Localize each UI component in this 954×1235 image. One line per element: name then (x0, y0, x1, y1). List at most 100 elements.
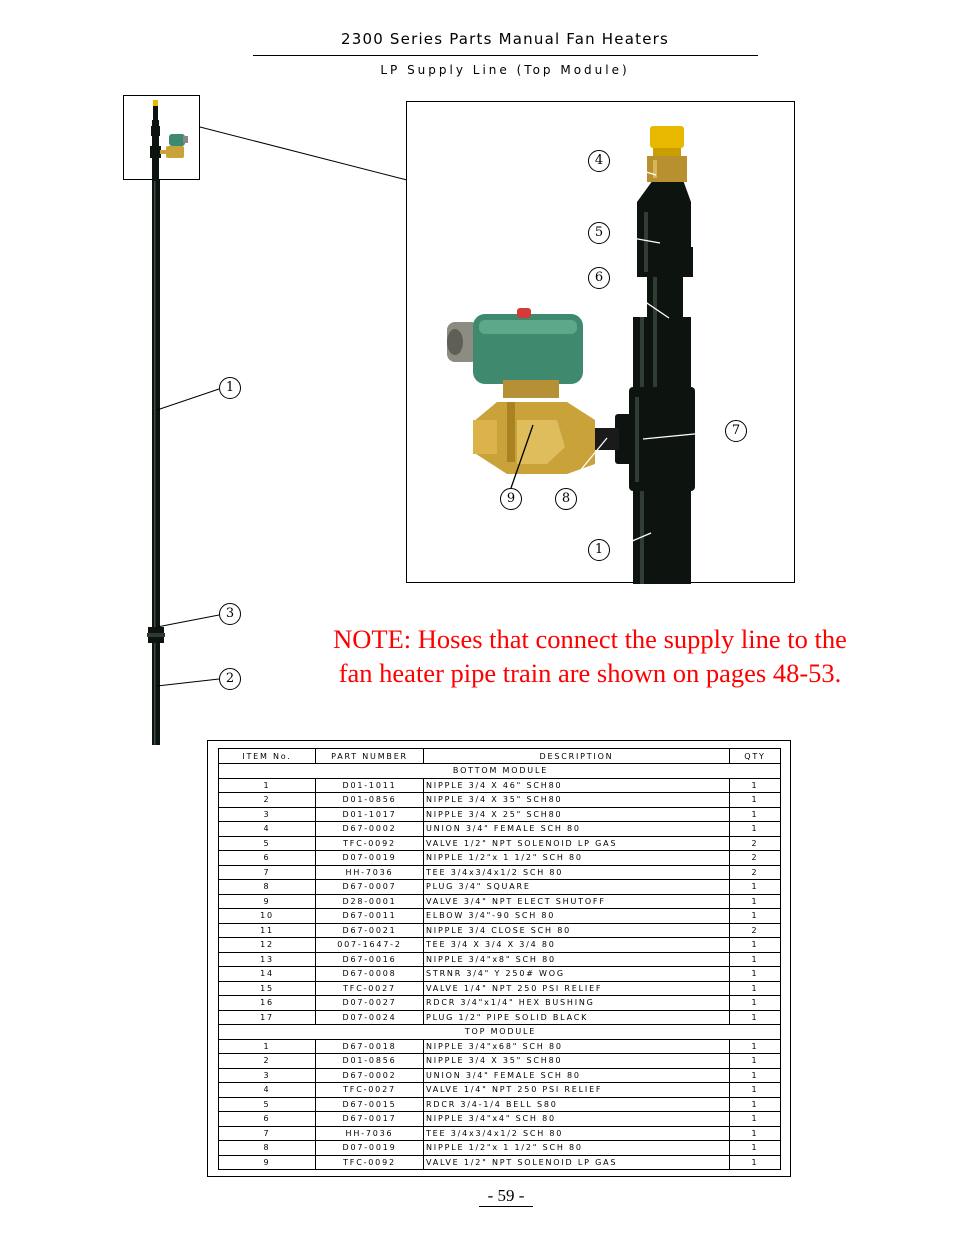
part-number-cell: D67-0011 (315, 908, 424, 924)
qty-cell: 1 (729, 966, 781, 982)
description-cell: TEE 3/4x3/4x1/2 SCH 80 (423, 864, 730, 880)
description-cell: NIPPLE 3/4 X 35" SCH80 (423, 1053, 730, 1069)
part-number-cell: D28-0001 (315, 893, 424, 909)
section-row: BOTTOM MODULE (218, 763, 781, 779)
item-no-cell: 13 (218, 951, 316, 967)
description-cell: VALVE 1/2" NPT SOLENOID LP GAS (423, 1154, 730, 1170)
callout-8: 8 (555, 488, 577, 510)
item-no-cell: 2 (218, 1053, 316, 1069)
qty-cell: 1 (729, 792, 781, 808)
qty-cell: 2 (729, 835, 781, 851)
qty-cell: 1 (729, 821, 781, 837)
qty-cell: 1 (729, 1067, 781, 1083)
description-cell: PLUG 1/2" PIPE SOLID BLACK (423, 1009, 730, 1025)
tee-fitting (629, 387, 695, 491)
parts-table-frame (207, 740, 791, 1177)
qty-cell: 1 (729, 1140, 781, 1156)
item-no-cell: 3 (218, 806, 316, 822)
qty-cell: 1 (729, 777, 781, 793)
part-number-cell: TFC-0092 (315, 835, 424, 851)
item-no-cell: 11 (218, 922, 316, 938)
section-title: BOTTOM MODULE (218, 763, 781, 779)
item-no-cell: 5 (218, 835, 316, 851)
item-no-cell: 7 (218, 864, 316, 880)
qty-cell: 2 (729, 864, 781, 880)
detail-callout-leaders (510, 160, 726, 489)
callout-1-left: 1 (219, 377, 241, 399)
leader-8 (565, 437, 608, 489)
callout-3-left: 3 (219, 603, 241, 625)
description-cell: UNION 3/4" FEMALE SCH 80 (423, 1067, 730, 1083)
item-no-cell: 1 (218, 1038, 316, 1054)
part-number-cell: D67-0015 (315, 1096, 424, 1112)
description-cell: VALVE 3/4" NPT ELECT SHUTOFF (423, 893, 730, 909)
qty-cell: 1 (729, 893, 781, 909)
item-no-cell: 10 (218, 908, 316, 924)
description-cell: NIPPLE 3/4 X 46" SCH80 (423, 777, 730, 793)
qty-cell: 1 (729, 1082, 781, 1098)
part-number-cell: D01-0856 (315, 792, 424, 808)
callout-1-photo: 1 (588, 539, 610, 561)
part-number-cell: D67-0018 (315, 1038, 424, 1054)
page-number: - 59 - (479, 1186, 533, 1207)
qty-cell: 1 (729, 1053, 781, 1069)
item-no-cell: 1 (218, 777, 316, 793)
long-pipe (152, 178, 160, 745)
supply-line-illustration (147, 126, 408, 745)
part-number-cell: D07-0024 (315, 1009, 424, 1025)
item-no-cell: 5 (218, 1096, 316, 1112)
description-cell: RDCR 3/4-1/4 BELL S80 (423, 1096, 730, 1112)
item-no-cell: 8 (218, 1140, 316, 1156)
thumbnail-top-module (150, 100, 188, 181)
relief-valve-fitting (650, 126, 684, 148)
callout-6: 6 (588, 267, 610, 289)
leader-7 (642, 430, 726, 440)
part-number-cell: D01-1011 (315, 777, 424, 793)
leader-4 (609, 160, 657, 176)
part-number-cell: HH-7036 (315, 1125, 424, 1141)
description-cell: NIPPLE 3/4"x8" SCH 80 (423, 951, 730, 967)
qty-cell: 2 (729, 850, 781, 866)
item-no-cell: 14 (218, 966, 316, 982)
leader-1-left (156, 388, 220, 411)
description-cell: NIPPLE 1/2"x 1 1/2" SCH 80 (423, 850, 730, 866)
zoom-leader-line (199, 126, 408, 181)
description-cell: NIPPLE 3/4"x4" SCH 80 (423, 1111, 730, 1127)
description-cell: ELBOW 3/4"-90 SCH 80 (423, 908, 730, 924)
thumbnail-frame (123, 95, 200, 181)
qty-cell: 1 (729, 1111, 781, 1127)
qty-cell: 1 (729, 1125, 781, 1141)
part-number-cell: TFC-0027 (315, 980, 424, 996)
description-cell: NIPPLE 3/4 X 25" SCH80 (423, 806, 730, 822)
qty-cell: 1 (729, 1038, 781, 1054)
section-row: TOP MODULE (218, 1024, 781, 1040)
item-no-cell: 12 (218, 937, 316, 953)
qty-cell: 1 (729, 980, 781, 996)
item-no-cell: 4 (218, 821, 316, 837)
item-no-cell: 4 (218, 1082, 316, 1098)
detail-photo-top-module (447, 126, 695, 584)
description-cell: VALVE 1/4" NPT 250 PSI RELIEF (423, 980, 730, 996)
item-no-cell: 15 (218, 980, 316, 996)
item-no-cell: 2 (218, 792, 316, 808)
page-subtitle: LP Supply Line (Top Module) (380, 63, 630, 77)
leader-3-left (156, 614, 220, 628)
qty-cell: 1 (729, 995, 781, 1011)
